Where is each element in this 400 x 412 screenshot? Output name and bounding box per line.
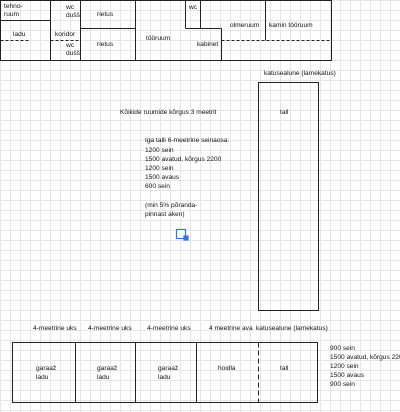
cell-garaaz-3: garaaž bbox=[158, 365, 179, 372]
bottom-header-5: katusealune (lamekatus) bbox=[256, 325, 328, 332]
side-note-line: 1500 avatud, kõrgus 2200 bbox=[330, 354, 400, 361]
katusealune-label-top: katusealune (lamekatus) bbox=[264, 70, 336, 77]
room-kabinet: kabinet bbox=[197, 41, 219, 48]
wall-note-line: 1500 avaus bbox=[145, 174, 180, 181]
room-wc-dush-1: wc dušš bbox=[66, 4, 80, 19]
wall-note-line: 1200 sein bbox=[145, 165, 174, 172]
selection-handle bbox=[175, 228, 189, 241]
cell-ladu-2: ladu bbox=[97, 374, 110, 381]
room-kamin-tooruum: kamin tööruum bbox=[269, 22, 313, 29]
cell-garaaz-2: garaaž bbox=[97, 365, 118, 372]
room-tehnoruum: tehno- ruum bbox=[4, 3, 23, 18]
wall-note-title: Iga talli 6-meetrine seinaosa: bbox=[145, 137, 230, 144]
side-note-line: 900 sein bbox=[330, 381, 355, 388]
room-olmeruum: olmeruum bbox=[230, 22, 260, 29]
wall-note-line: 600 sein bbox=[145, 183, 170, 190]
room-koridor: koridor bbox=[55, 31, 76, 38]
wall-note-line: 1200 sein bbox=[145, 147, 174, 154]
bottom-header-4: 4 meetrine ava bbox=[209, 325, 253, 332]
tall-label-middle: tall bbox=[280, 109, 289, 116]
bottom-header-1: 4-meetrine uks bbox=[33, 325, 77, 332]
side-note-line: 1200 sein bbox=[330, 363, 359, 370]
side-note-line: 900 sein bbox=[330, 345, 355, 352]
cell-tall: tall bbox=[280, 365, 289, 372]
cell-garaaz-1: garaaž bbox=[36, 365, 57, 372]
tall-outline bbox=[258, 82, 319, 311]
cell-ladu-1: ladu bbox=[36, 374, 49, 381]
side-note-line: 1500 avaus bbox=[330, 372, 365, 379]
room-wc-dush-2: wc dušš bbox=[66, 42, 80, 57]
height-note: Kõikide ruumide kõrgus 3 meetrit bbox=[120, 109, 217, 116]
top-plan-outline bbox=[0, 0, 332, 61]
room-wc: wc bbox=[189, 4, 198, 11]
bottom-header-3: 4-meetrine uks bbox=[147, 325, 191, 332]
room-rietus-1: rietus bbox=[97, 11, 114, 18]
room-rietus-2: rietus bbox=[97, 41, 114, 48]
window-note: (min 5% põranda- pinnast aken) bbox=[145, 202, 198, 218]
cell-hoidla: hoidla bbox=[218, 365, 236, 372]
wall-note-line: 1500 avatud, kõrgus 2200 bbox=[145, 156, 222, 163]
bottom-header-2: 4-meetrine uks bbox=[88, 325, 132, 332]
bottom-row-outline bbox=[12, 342, 318, 403]
room-tooruum: tööruum bbox=[146, 35, 171, 42]
room-ladu: ladu bbox=[13, 31, 26, 38]
cell-ladu-3: ladu bbox=[158, 374, 171, 381]
